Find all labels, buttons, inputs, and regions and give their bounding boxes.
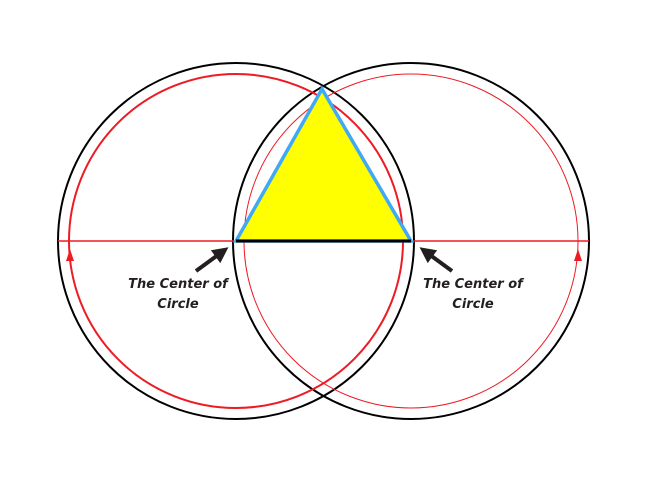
right-center-label-line2: Circle: [452, 297, 494, 312]
right-center-arrow-icon: [419, 247, 454, 273]
right-center-label-line1: The Center of: [423, 277, 523, 292]
left-center-label: The Center of Circle: [118, 275, 238, 315]
left-center-arrow-icon: [194, 247, 229, 273]
left-center-label-line2: Circle: [157, 297, 199, 312]
left-red-arrow-icon: [66, 249, 74, 261]
right-red-arrow-icon: [574, 249, 582, 261]
left-center-label-line1: The Center of: [128, 277, 228, 292]
right-center-label: The Center of Circle: [413, 275, 533, 315]
